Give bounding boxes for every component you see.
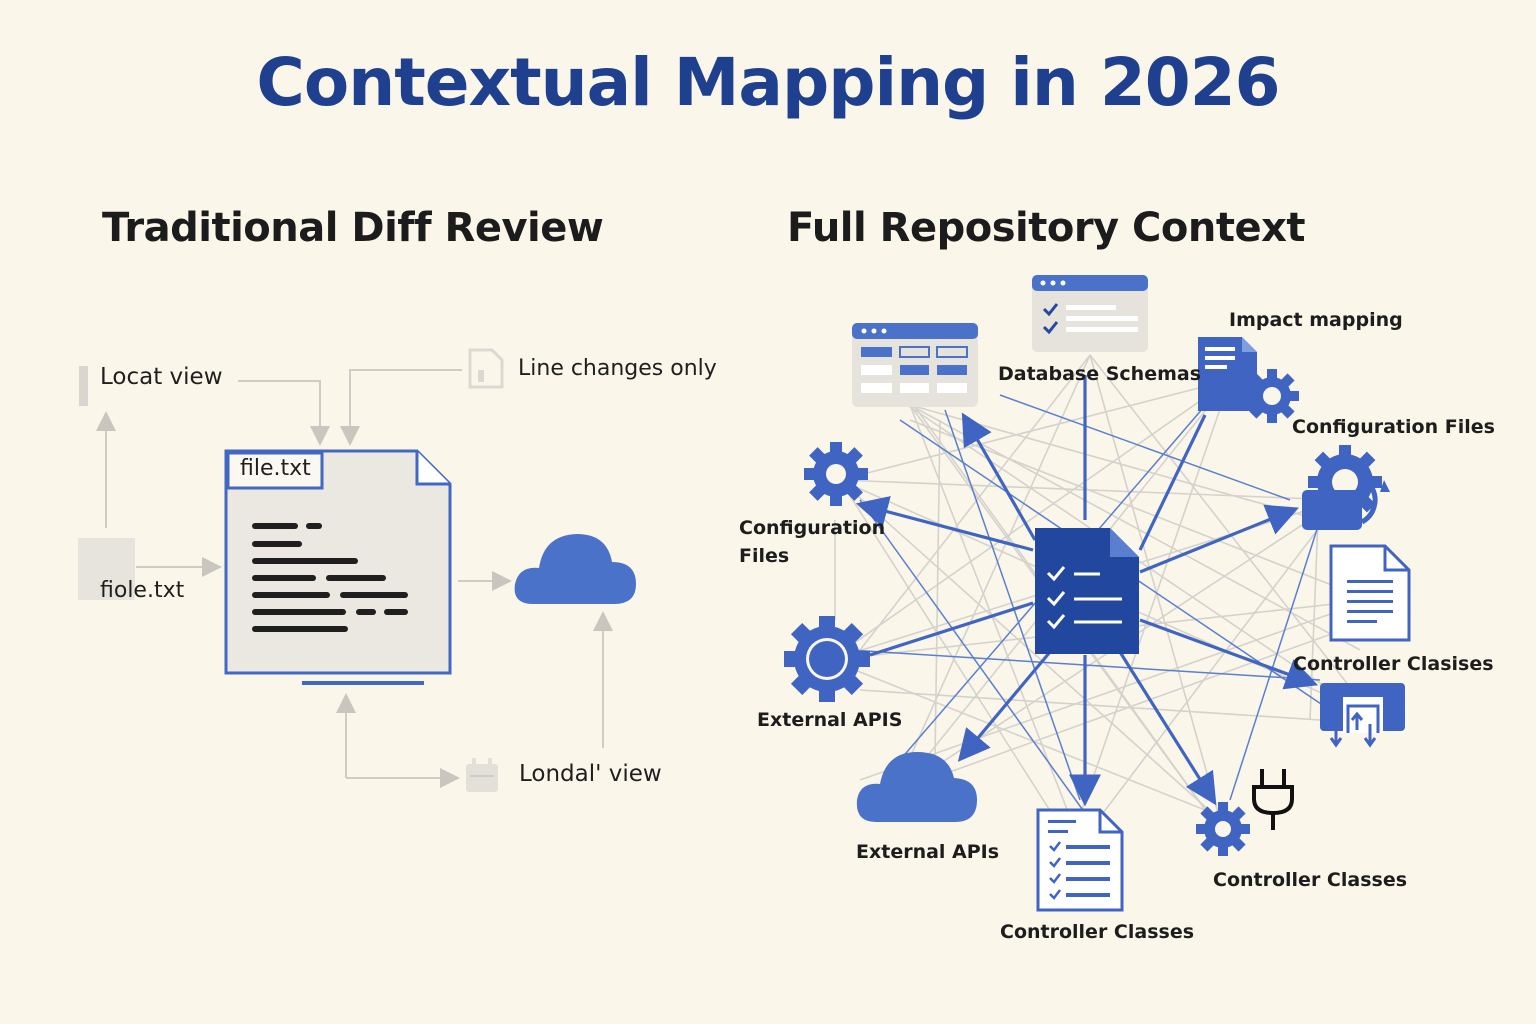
file-tab	[226, 451, 324, 490]
external-apis-cloud-label: External APIs	[856, 841, 1000, 863]
center-arrows	[855, 375, 1319, 807]
cloud-icon	[514, 534, 636, 604]
gear-icon	[1196, 802, 1250, 856]
page-title: Contextual Mapping in 2026	[256, 44, 1280, 121]
gear-icon	[804, 442, 868, 506]
database-schema-icon	[1032, 275, 1148, 352]
controller-bottom-right-label: Controller Classes	[1213, 869, 1408, 891]
left-panel	[78, 348, 636, 792]
config-files-right-label: Configuration Files	[1292, 416, 1495, 438]
gear-icon	[784, 616, 870, 702]
right-panel	[784, 275, 1411, 912]
code-lines	[252, 523, 408, 632]
sync-icon	[1302, 445, 1390, 530]
local-view-marker	[79, 366, 88, 406]
controller-bottom-label: Controller Classes	[1000, 921, 1195, 943]
local-view-label: Locat view	[100, 364, 223, 390]
fiole-file-box	[78, 538, 135, 600]
config-files-left-label: Configuration Files	[739, 517, 886, 567]
connector-linechanges-to-file	[340, 369, 462, 446]
controller-top-label: Controller Clasises	[1293, 653, 1494, 675]
cloud-icon	[856, 752, 977, 822]
calendar-icon	[466, 758, 498, 792]
database-schemas-label: Database Schemas	[998, 363, 1202, 385]
transfer-icon	[1320, 683, 1405, 748]
window-icon	[852, 323, 978, 407]
connector-local-to-file	[238, 380, 330, 446]
file-tab-label: file.txt	[240, 456, 311, 481]
clipboard-icon	[1035, 528, 1139, 654]
external-apis-gear-label: External APIS	[757, 709, 903, 731]
file-underline	[302, 681, 424, 685]
file-icon	[468, 348, 504, 389]
document-icon	[1329, 544, 1411, 642]
gear-icon	[1245, 369, 1299, 423]
right-heading: Full Repository Context	[787, 205, 1306, 251]
impact-doc-icon	[1198, 337, 1257, 411]
file-document	[224, 449, 452, 685]
plug-icon	[1252, 769, 1294, 830]
line-changes-label: Line changes only	[518, 356, 717, 381]
fiole-label: fiole.txt	[100, 578, 185, 603]
londal-view-label: Londal' view	[519, 761, 662, 787]
impact-mapping-label: Impact mapping	[1229, 309, 1403, 331]
left-heading: Traditional Diff Review	[102, 205, 604, 251]
checklist-doc-icon	[1036, 808, 1124, 912]
